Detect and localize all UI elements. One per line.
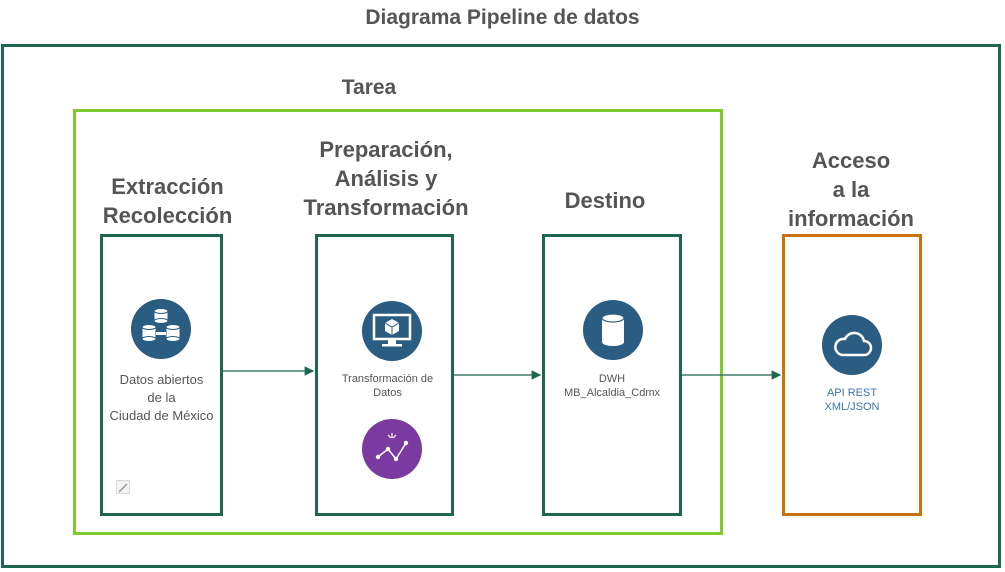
stage-label-line: Transformación [303,195,469,220]
node-text-api: API REST XML/JSON [785,386,919,414]
node-text-line: de la [147,390,176,405]
stage-label-line: Acceso [811,148,891,173]
database-cluster-icon [131,299,191,359]
node-text-line: Datos [373,387,402,399]
stage-label-line: Recolección [102,203,233,228]
stage-label-line: información [788,206,914,231]
monitor-cube-icon [362,301,422,361]
node-text-line: MB_Alcaldia_Cdmx [564,387,660,399]
cloud-icon [822,315,882,375]
edit-icon[interactable] [116,480,130,494]
group-label-tarea: Tarea [341,76,397,99]
node-text-line: API REST [826,387,878,399]
node-text-line: XML/JSON [824,401,880,413]
stage-label-line: Preparación, [319,137,453,162]
stage-label-line: Extracción [111,174,224,199]
stage-box-extraccion[interactable]: Datos abiertos de la Ciudad de México [100,234,223,516]
pipeline-container [1,44,1001,568]
node-text-line: DWH [598,373,626,385]
node-text-datos-abiertos: Datos abiertos de la Ciudad de México [103,371,220,425]
stage-box-acceso[interactable]: API REST XML/JSON [782,234,922,516]
stage-label-preparacion: Preparación, Análisis y Transformación [286,135,486,222]
stage-label-extraccion: Extracción Recolección [85,172,250,230]
node-text-line: Ciudad de México [109,408,214,423]
stage-box-destino[interactable]: DWH MB_Alcaldia_Cdmx [542,234,682,516]
node-text-line: Datos abiertos [119,372,204,387]
node-text-transformacion: Transformación de Datos [313,372,462,400]
diagram-title: Diagrama Pipeline de datos [365,6,640,29]
analytics-graph-icon [362,419,422,479]
database-icon [583,300,643,360]
group-box-tarea [73,109,723,535]
stage-label-line: Análisis y [334,166,438,191]
stage-label-line: a la [832,177,870,202]
node-text-line: Transformación de [341,373,434,385]
stage-box-preparacion[interactable]: Transformación de Datos [315,234,454,516]
stage-label-destino: Destino [564,188,646,213]
stage-label-acceso: Acceso a la información [772,146,930,233]
node-text-dwh: DWH MB_Alcaldia_Cdmx [545,372,679,400]
